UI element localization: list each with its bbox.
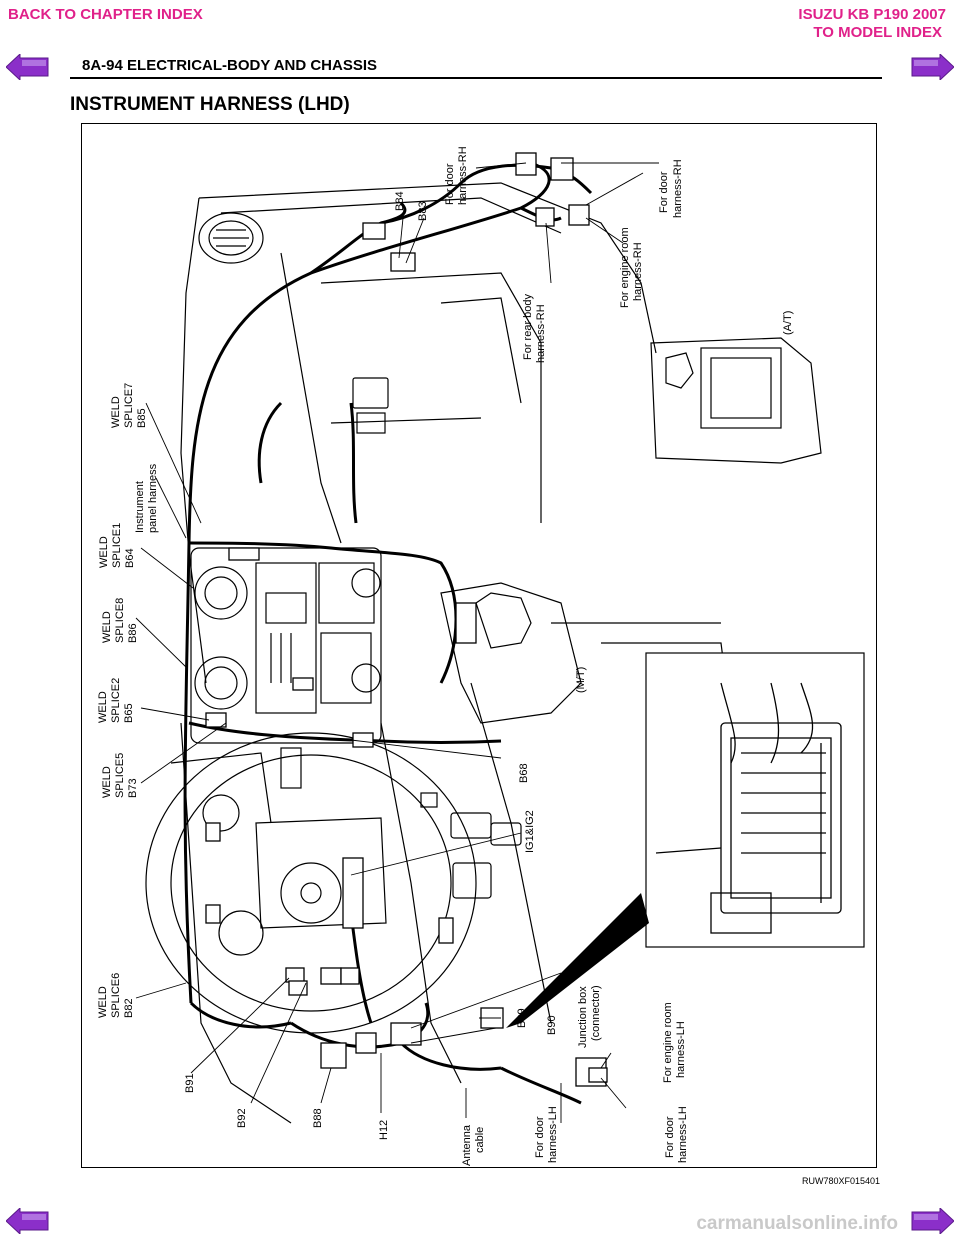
label-b92: B92 (236, 1108, 248, 1128)
label-weld8: WELD (101, 611, 113, 643)
label-door-rh-top: harness-RH (457, 146, 469, 205)
label-engine-lh: For engine room (662, 1002, 674, 1083)
label-weld5: SPLICE5 (114, 753, 126, 798)
label-weld7: WELD (110, 396, 122, 428)
arrow-right-icon[interactable] (910, 54, 954, 80)
label-weld2: WELD (97, 691, 109, 723)
label-weld5: B73 (127, 778, 139, 798)
arrow-left-icon[interactable] (6, 54, 50, 80)
label-weld6: WELD (97, 986, 109, 1018)
label-weld1: SPLICE1 (111, 523, 123, 568)
label-b89: B89 (516, 1008, 528, 1028)
label-weld7: B85 (136, 408, 148, 428)
label-rear-body: For rear body (522, 293, 534, 360)
label-mt: (M/T) (575, 667, 587, 693)
label-door-lh-right: For door (664, 1116, 676, 1158)
page-title: INSTRUMENT HARNESS (LHD) (70, 94, 350, 115)
label-rear-body: harness-RH (535, 304, 547, 363)
connectors (205, 152, 608, 1087)
watermark: carmanualsonline.info (696, 1213, 898, 1234)
label-door-rh-top: For door (444, 163, 456, 205)
label-weld2: SPLICE2 (110, 678, 122, 723)
leader-lines (135, 162, 659, 1123)
junction-box-inset (506, 652, 865, 1028)
label-b68: B68 (518, 763, 530, 783)
figure-code: RUW780XF015401 (801, 1176, 880, 1186)
label-antenna: cable (474, 1127, 486, 1153)
label-junction-box: Junction box (577, 986, 589, 1048)
label-b90: B90 (546, 1015, 558, 1035)
label-antenna: Antenna (461, 1124, 473, 1166)
label-engine-lh: harness-LH (675, 1021, 687, 1078)
label-weld1: WELD (98, 536, 110, 568)
label-b88: B88 (312, 1108, 324, 1128)
instrument-harness-diagram: B84 B83 For door harness-RH For door har… (97, 146, 865, 1166)
diagram-labels: B84 B83 For door harness-RH For door har… (97, 146, 794, 1166)
label-b91: B91 (184, 1073, 196, 1093)
section-header: 8A-94 ELECTRICAL-BODY AND CHASSIS (82, 57, 378, 74)
label-engine-rh: For engine room (619, 227, 631, 308)
label-door-lh: For door (534, 1116, 546, 1158)
label-door-rh-right: For door (658, 171, 670, 213)
label-b83: B83 (417, 201, 429, 221)
label-h12: H12 (378, 1120, 390, 1140)
label-ig1-ig2: IG1&IG2 (524, 810, 536, 853)
label-weld6: B82 (123, 998, 135, 1018)
label-junction-box: (connector) (590, 985, 602, 1041)
model-title-link[interactable]: ISUZU KB P190 2007 (798, 6, 946, 23)
label-b84: B84 (394, 191, 406, 211)
label-door-rh-right: harness-RH (672, 159, 684, 218)
label-instrument-panel: Instrument (134, 481, 146, 533)
figure-frame (81, 123, 877, 1168)
model-index-link[interactable]: TO MODEL INDEX (813, 24, 942, 41)
label-engine-rh: harness-RH (632, 242, 644, 301)
header-divider (70, 77, 882, 79)
label-weld6: SPLICE6 (110, 973, 122, 1018)
label-door-lh: harness-LH (547, 1106, 559, 1163)
arrow-left-icon[interactable] (6, 1208, 50, 1234)
label-weld7: SPLICE7 (123, 383, 135, 428)
label-weld5: WELD (101, 766, 113, 798)
label-weld8: SPLICE8 (114, 598, 126, 643)
label-instrument-panel: panel harness (147, 463, 159, 533)
label-weld2: B65 (123, 703, 135, 723)
label-weld1: B64 (124, 548, 136, 568)
label-door-lh-right: harness-LH (677, 1106, 689, 1163)
label-weld8: B86 (127, 623, 139, 643)
label-at: (A/T) (782, 311, 794, 335)
back-to-chapter-index-link[interactable]: BACK TO CHAPTER INDEX (8, 6, 203, 23)
arrow-right-icon[interactable] (910, 1208, 954, 1234)
dashboard-outline (145, 182, 822, 1124)
